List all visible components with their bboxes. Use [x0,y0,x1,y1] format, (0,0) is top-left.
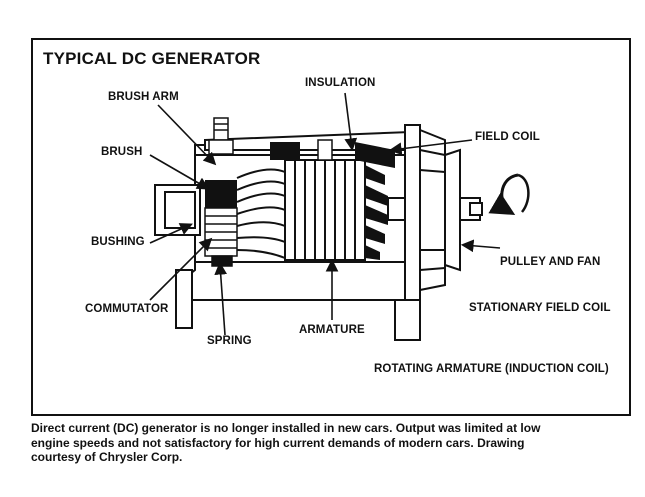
brush-arm-terminal [208,117,234,155]
label-insulation: INSULATION [305,77,376,89]
rotation-arrow [488,173,519,216]
label-pulley-and-fan: PULLEY AND FAN [500,256,601,268]
caption-line-2: engine speeds and not satisfactory for h… [31,435,525,450]
label-commutator: COMMUTATOR [85,303,169,315]
label-rotating-armature: ROTATING ARMATURE (INDUCTION COIL) [374,363,609,375]
armature-windings [236,168,286,259]
brush-shape [205,180,237,208]
end-bracket [154,184,201,329]
pulley-and-fan-shape [394,124,461,341]
leader-lines [149,92,501,336]
label-armature: ARMATURE [299,324,365,336]
label-stationary-field-coil: STATIONARY FIELD COIL [469,302,611,314]
caption-line-1: Direct current (DC) generator is no long… [31,421,541,435]
label-field-coil: FIELD COIL [475,131,540,143]
diagram-title: TYPICAL DC GENERATOR [43,49,261,68]
field-coil-left [270,142,300,160]
caption-line-3: courtesy of Chrysler Corp. [31,450,183,464]
insulation-top [317,139,333,161]
label-spring: SPRING [207,335,252,347]
figure-caption: Direct current (DC) generator is no long… [31,421,641,465]
field-coil-right [355,142,395,168]
armature-end-windings [365,165,388,260]
label-brush: BRUSH [101,146,143,158]
label-brush-arm: BRUSH ARM [108,91,179,103]
armature-core [284,159,366,261]
label-bushing: BUSHING [91,236,145,248]
